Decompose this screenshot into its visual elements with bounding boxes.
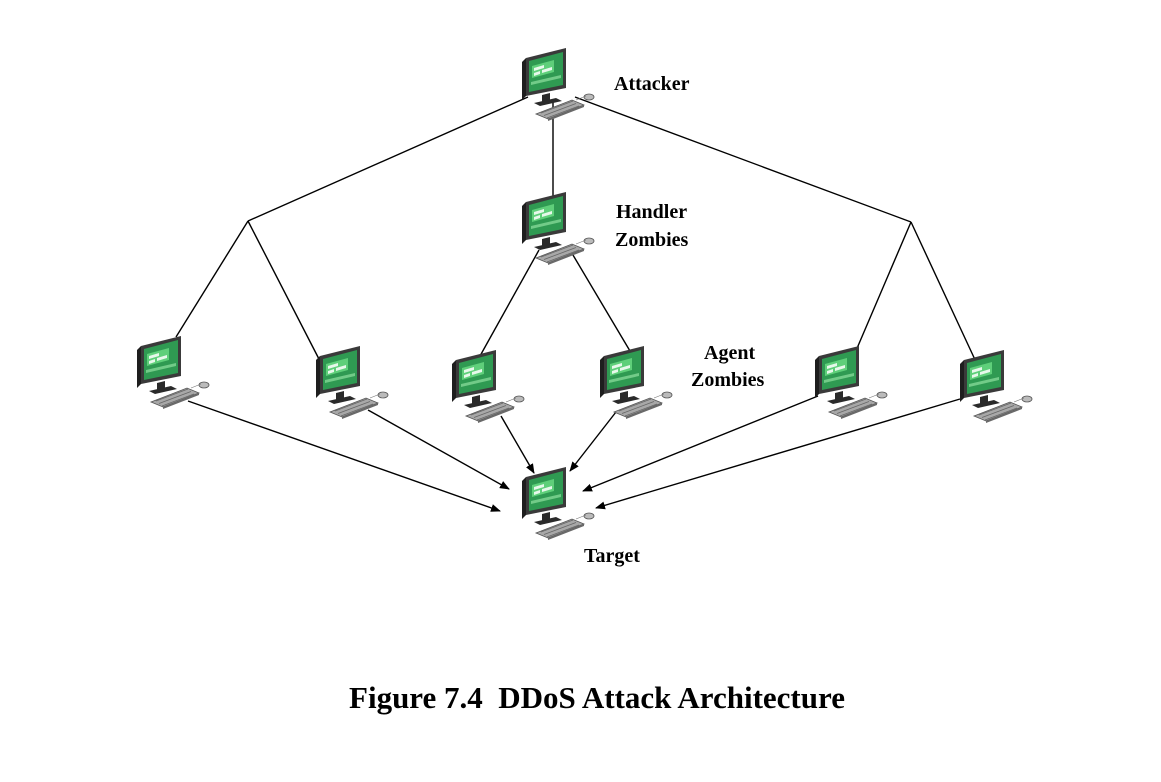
arrow-agent4-target [569, 411, 617, 472]
arrow-agent2-target [367, 409, 510, 490]
agent-computer-icon-4 [599, 345, 673, 420]
arrow-agent5-target [582, 395, 819, 492]
line-handler-agent3 [479, 249, 540, 357]
agent-computer-icon-5 [814, 345, 888, 420]
line-right-junction-agent6 [910, 221, 978, 365]
line-left-junction-agent2 [247, 220, 321, 362]
handler-label-line2: Zombies [615, 229, 689, 251]
arrow-agent6-target [595, 398, 961, 510]
handler-computer-icon [521, 191, 595, 266]
agent-label-line1: Agent [704, 342, 755, 364]
attacker-computer-icon [521, 47, 595, 122]
agent-computer-icon-2 [315, 345, 389, 420]
agent-computer-icon-3 [451, 349, 525, 424]
line-left-junction-agent1 [175, 220, 249, 338]
attack-arrows [187, 395, 961, 512]
line-attacker-left-junction [247, 96, 529, 222]
agent-label-line2: Zombies [691, 369, 765, 391]
agent-computer-icon-6 [959, 349, 1033, 424]
connection-lines [175, 96, 978, 365]
handler-label-line1: Handler [616, 201, 687, 223]
arrow-agent3-target [500, 415, 535, 474]
figure-caption: Figure 7.4 DDoS Attack Architecture [349, 680, 845, 715]
line-handler-agent4 [569, 249, 631, 352]
target-label: Target [584, 545, 640, 567]
target-computer-icon [521, 466, 595, 541]
line-attacker-right-junction [574, 96, 912, 223]
line-right-junction-agent5 [854, 221, 912, 354]
attacker-label: Attacker [614, 73, 690, 95]
arrow-agent1-target [187, 400, 501, 512]
agent-computer-icon-1 [136, 335, 210, 410]
